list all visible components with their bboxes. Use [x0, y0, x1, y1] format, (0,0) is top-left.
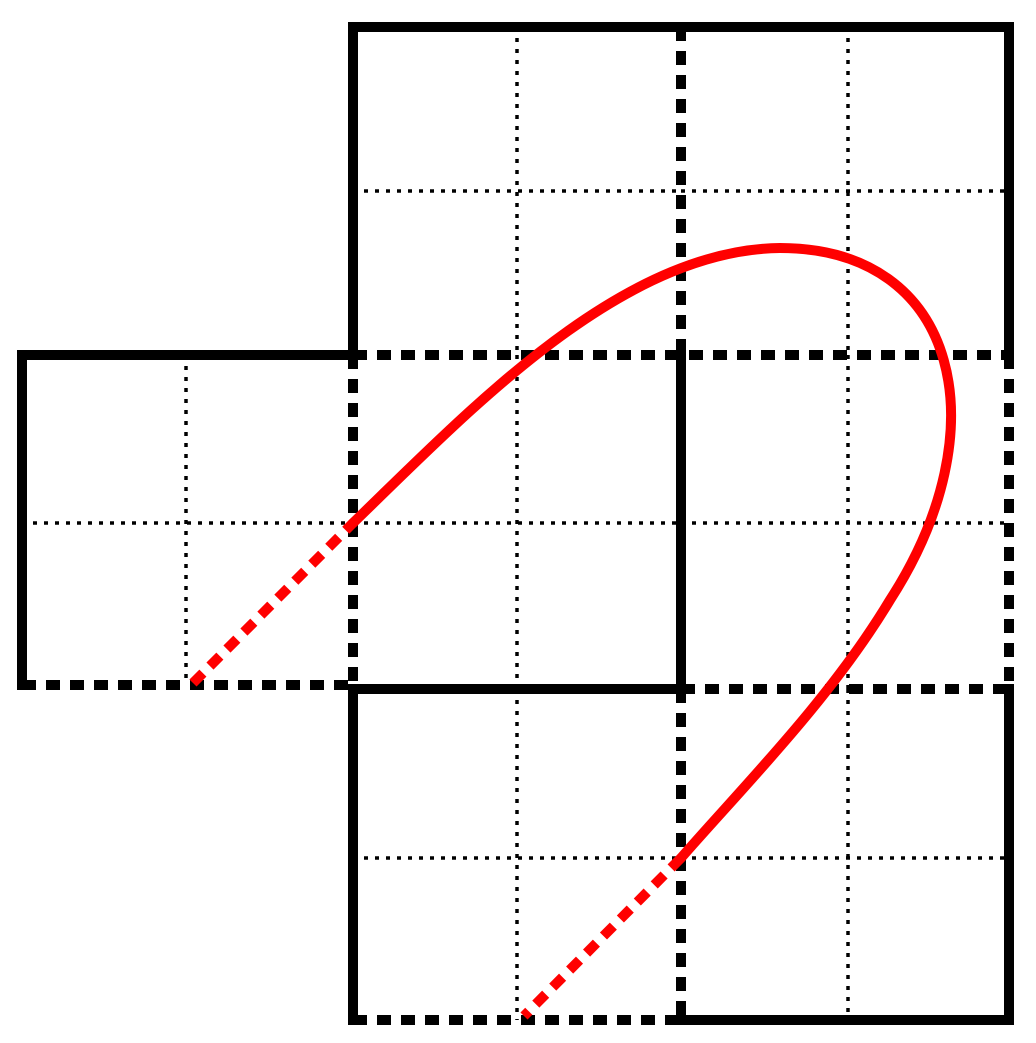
fold-edges: [22, 27, 1014, 1025]
outline-top: [348, 22, 1014, 360]
outline-bottom-right: [676, 684, 1014, 1025]
red-curve: [189, 242, 956, 1020]
curve-visible-segment: [348, 242, 956, 863]
outer-edges: [17, 22, 1014, 1025]
grid-lines: [22, 27, 1009, 1020]
curve-hidden-segment-bottom: [520, 854, 685, 1020]
outline-left: [17, 350, 358, 690]
curve-hidden-segment-left: [189, 519, 357, 687]
outline-middle: [348, 350, 686, 1025]
